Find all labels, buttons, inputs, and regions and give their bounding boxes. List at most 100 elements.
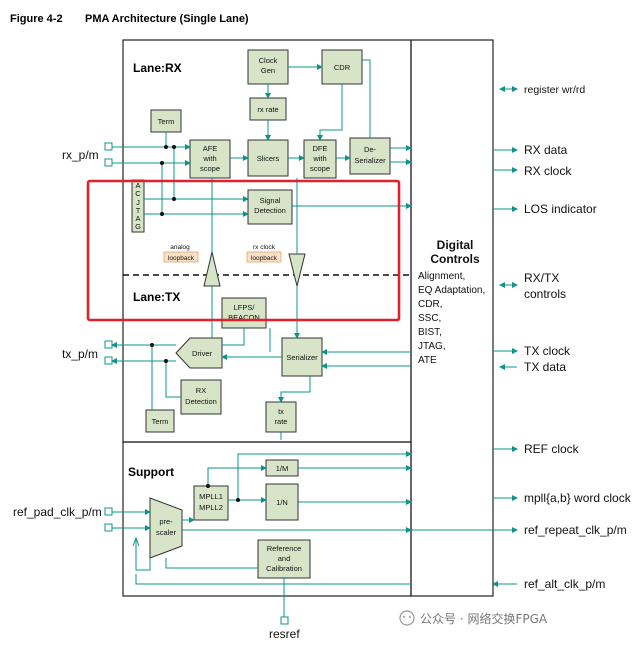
serializer-block: Serializer [281,337,323,377]
signal-detection-block: Signal Detection [247,189,293,225]
svg-text:and: and [278,554,291,563]
svg-text:CDR: CDR [334,63,351,72]
right-mpll-word-clock: mpll{a,b} word clock [524,491,632,505]
svg-text:公众号 · 网络交换FPGA: 公众号 · 网络交换FPGA [420,611,548,626]
svg-text:G: G [135,222,141,231]
svg-text:Calibration: Calibration [266,564,302,573]
dc-item-cdr: CDR, [418,299,442,310]
right-tx-data: TX data [524,360,566,374]
svg-text:Detection: Detection [185,397,217,406]
svg-text:T: T [136,206,141,215]
dc-item-bist: BIST, [418,327,442,338]
rx-wires [112,59,412,339]
svg-text:pre-: pre- [159,517,173,526]
right-los-indicator: LOS indicator [524,202,597,216]
svg-text:Slicers: Slicers [257,154,280,163]
digital-controls-title-2: Controls [430,252,480,266]
dfe-block: DFE with scope [303,139,337,179]
term-rx-block: Term [150,109,182,133]
svg-text:1/N: 1/N [276,498,288,507]
svg-text:Term: Term [158,117,175,126]
svg-text:Reference: Reference [267,544,302,553]
watermark: 公众号 · 网络交换FPGA [399,610,548,626]
right-register-wr-rd: register wr/rd [524,84,585,96]
lane-rx-title: Lane:RX [133,61,182,75]
svg-text:Driver: Driver [192,349,213,358]
div-m-block: 1/M [265,459,299,477]
analog-loopback-buffer-icon [203,251,221,287]
div-n-block: 1/N [265,483,299,521]
svg-text:1/M: 1/M [276,464,289,473]
support-title: Support [128,465,174,479]
svg-text:Serializer: Serializer [286,353,318,362]
svg-text:LFPS/: LFPS/ [234,303,256,312]
right-wires [411,86,518,587]
svg-text:BEACON: BEACON [228,313,260,322]
right-ref-repeat-clk: ref_repeat_clk_p/m [524,523,627,537]
dc-item-ate: ATE [418,355,437,366]
slicers-block: Slicers [247,139,289,177]
svg-text:rate: rate [275,417,288,426]
dc-item-ssc: SSC, [418,313,441,324]
svg-text:DFE: DFE [313,144,328,153]
right-rx-data: RX data [524,143,568,157]
svg-text:C: C [135,189,141,198]
deserializer-block: De- Serializer [349,137,391,175]
support-wires [112,451,412,620]
ref-pad-clk-port: ref_pad_clk_p/m [13,505,102,519]
port-squares [104,142,289,625]
svg-text:Serializer: Serializer [354,156,386,165]
svg-text:rx rate: rx rate [257,105,278,114]
svg-text:AFE: AFE [203,144,218,153]
right-ref-clock: REF clock [524,442,580,456]
dc-item-eq: EQ Adaptation, [418,285,485,296]
digital-controls-title-1: Digital [437,238,474,252]
highlight-box [86,179,401,322]
svg-text:with: with [202,154,216,163]
svg-text:rx clock: rx clock [253,244,276,251]
svg-text:MPLL2: MPLL2 [199,503,223,512]
rx-rate-block: rx rate [249,97,287,121]
svg-text:RX: RX [196,386,206,395]
mpll-block: MPLL1 MPLL2 [193,485,229,521]
svg-text:J: J [136,198,140,207]
right-ref-alt-clk: ref_alt_clk_p/m [524,577,605,591]
svg-text:scope: scope [310,164,330,173]
right-tx-clock: TX clock [524,344,571,358]
junction-dots [150,145,240,502]
afe-block: AFE with scope [189,139,231,179]
svg-text:A: A [135,181,140,190]
cdr-block: CDR [321,49,363,85]
clock-gen-block: Clock Gen [247,49,289,85]
ref-cal-block: Reference and Calibration [257,539,311,579]
svg-text:Term: Term [152,417,169,426]
svg-text:Gen: Gen [261,66,275,75]
svg-text:A: A [135,214,140,223]
svg-text:with: with [312,154,326,163]
driver-block: Driver [175,337,223,369]
tx-rate-block: tx rate [265,401,297,433]
svg-text:De-: De- [364,145,377,154]
resref-port: resref [269,627,300,641]
svg-text:scaler: scaler [156,528,177,537]
svg-text:scope: scope [200,164,220,173]
right-rx-tx: RX/TX [524,271,559,285]
wechat-icon [399,610,415,626]
analog-loopback-label: analog loopback [163,244,199,263]
tx-pm-port: tx_p/m [62,347,98,361]
rx-clock-loopback-label: rx clock loopback [246,244,282,263]
svg-text:Signal: Signal [260,196,281,205]
digital-controls-frame [410,39,494,597]
lfps-beacon-block: LFPS/ BEACON [221,297,267,329]
figure-number: Figure 4-2 [10,13,63,25]
dc-item-jtag: JTAG, [418,341,446,352]
svg-text:loopback: loopback [251,255,278,262]
rx-pm-port: rx_p/m [62,148,99,162]
figure-title: PMA Architecture (Single Lane) [85,13,249,25]
dc-item-alignment: Alignment, [418,271,465,282]
ac-jtag-block: A C J T A G [131,179,145,233]
svg-text:loopback: loopback [168,255,195,262]
rx-detection-block: RX Detection [180,379,222,415]
svg-text:Detection: Detection [254,206,286,215]
